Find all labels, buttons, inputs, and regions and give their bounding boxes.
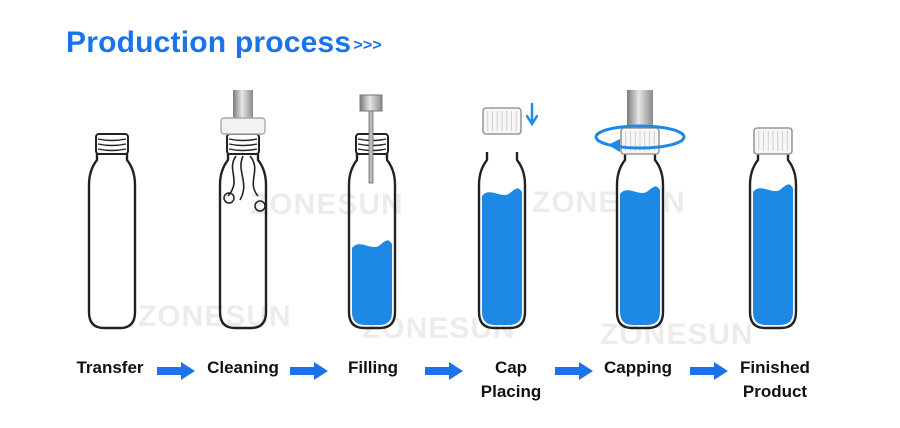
right-arrow-icon bbox=[290, 362, 328, 380]
liquid bbox=[352, 240, 392, 325]
water-spray bbox=[239, 155, 245, 201]
bottle-transfer bbox=[87, 133, 137, 330]
water-spray bbox=[227, 155, 237, 197]
water-droplet bbox=[254, 200, 266, 212]
neck-thread bbox=[97, 138, 127, 142]
water-droplet bbox=[223, 192, 235, 204]
nozzle-head bbox=[220, 117, 266, 135]
step-label-filling: Filling bbox=[347, 358, 399, 377]
liquid bbox=[482, 188, 522, 325]
page-title: Production process>>> bbox=[66, 26, 382, 60]
cleaning-nozzle bbox=[233, 90, 253, 122]
title-text: Production process bbox=[66, 26, 352, 59]
water-spray bbox=[249, 155, 259, 197]
right-arrow-icon bbox=[555, 362, 593, 380]
liquid bbox=[753, 184, 793, 325]
bottle-outline bbox=[87, 152, 137, 330]
bottle-outline bbox=[477, 152, 527, 330]
step-label-transfer: Transfer bbox=[76, 358, 144, 377]
neck-thread bbox=[228, 143, 258, 147]
rotation-arrow-icon bbox=[594, 124, 686, 150]
capping-chuck bbox=[627, 90, 653, 128]
step-label-capping: Capping bbox=[604, 358, 672, 377]
watermark: ZONESUN bbox=[600, 318, 754, 351]
neck-thread bbox=[228, 148, 258, 152]
bottle-capping bbox=[594, 90, 686, 330]
filling-needle bbox=[368, 110, 374, 184]
watermark: ZONESUN bbox=[250, 188, 404, 221]
bottle-outline bbox=[218, 152, 268, 330]
down-arrow-icon bbox=[525, 102, 539, 127]
bottle-outline bbox=[347, 152, 397, 330]
rotation-arrowhead bbox=[608, 139, 620, 152]
bottle-filling bbox=[347, 94, 397, 330]
bottle-outline bbox=[615, 152, 665, 330]
right-arrow-icon bbox=[425, 362, 463, 380]
neck-thread bbox=[228, 138, 258, 142]
bottle-cleaning bbox=[218, 90, 268, 330]
bottle-finished bbox=[748, 127, 798, 330]
step-label-cleaning: Cleaning bbox=[207, 358, 279, 377]
neck-thread bbox=[97, 148, 127, 152]
liquid bbox=[620, 186, 660, 325]
right-arrow-icon bbox=[157, 362, 195, 380]
bottle-outline bbox=[748, 152, 798, 330]
bottle-neck bbox=[95, 133, 129, 155]
step-label-cap-placing: Cap Placing bbox=[480, 358, 542, 401]
bottle-cap-placing bbox=[477, 102, 539, 330]
filling-head bbox=[359, 94, 383, 112]
neck-thread bbox=[97, 143, 127, 147]
right-arrow-icon bbox=[690, 362, 728, 380]
step-label-finished-product: Finished Product bbox=[740, 358, 810, 401]
title-chevrons: >>> bbox=[353, 37, 382, 54]
